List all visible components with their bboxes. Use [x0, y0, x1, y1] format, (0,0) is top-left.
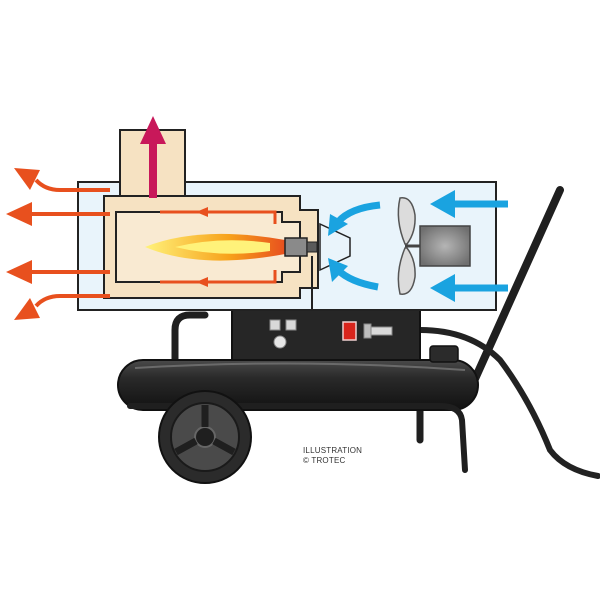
motor-icon [419, 225, 471, 267]
hot-air-channels [112, 186, 340, 306]
cold-air-arrow-head [430, 274, 455, 302]
cold-air-arrow-group [328, 190, 508, 302]
base-rail [127, 403, 468, 473]
power-switch-icon [342, 321, 357, 341]
cold-air-arrow-head [430, 190, 455, 218]
credit-line-2: © TROTEC [303, 456, 346, 465]
cold-air-arrow-head [328, 258, 348, 282]
credit-line-1: ILLUSTRATION [303, 446, 363, 455]
wheel-icon [158, 390, 252, 484]
exhaust-arrow [140, 116, 166, 198]
hot-air-arrow [34, 294, 110, 308]
fan-icon [397, 197, 420, 295]
control-box [231, 309, 421, 361]
cold-air-arrow-head [328, 214, 348, 236]
illustration-credit: ILLUSTRATION © TROTEC [303, 446, 362, 466]
hot-air-arrow-group [6, 168, 110, 320]
burner-nozzle [284, 222, 351, 310]
hot-air-arrow [34, 178, 110, 192]
power-cable [417, 327, 600, 479]
flame-icon [145, 233, 285, 261]
